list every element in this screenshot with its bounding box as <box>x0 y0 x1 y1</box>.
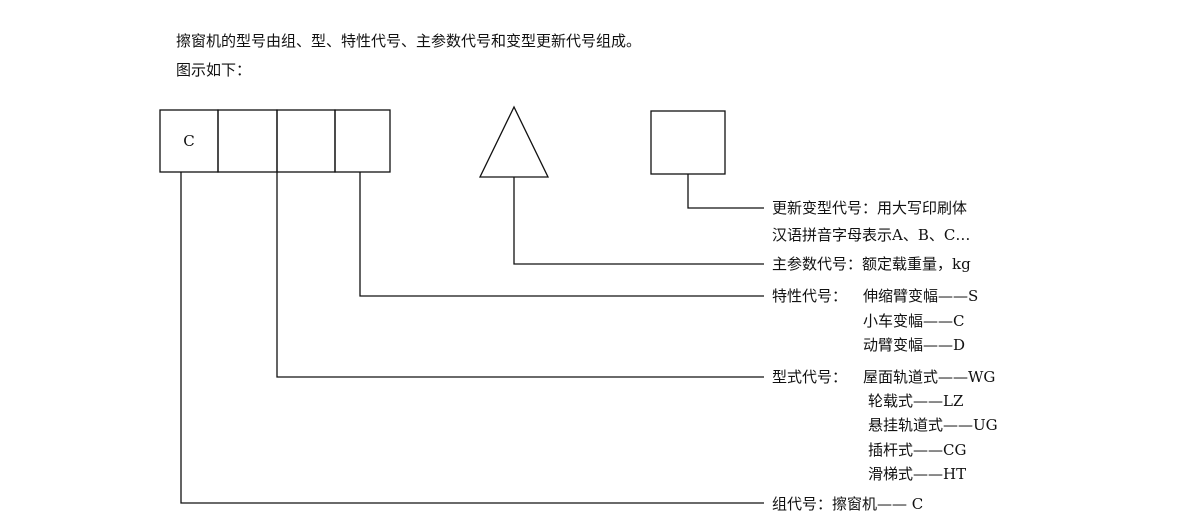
feature-code-box <box>276 109 336 173</box>
type-item-suspended-track: 悬挂轨道式——UG <box>868 416 998 434</box>
type-item-roof-track: 屋面轨道式——WG <box>863 368 995 386</box>
group-code-box-letter: C <box>183 132 194 150</box>
update-code-label-2: 汉语拼音字母表示A、B、C… <box>772 226 970 244</box>
feature-connector <box>359 172 764 297</box>
update-code-box <box>650 110 726 175</box>
intro-line-2: 图示如下： <box>176 61 251 79</box>
type-code-prefix: 型式代号： <box>772 368 847 386</box>
group-connector <box>180 172 764 504</box>
type-item-plug-rod: 插杆式——CG <box>868 441 966 459</box>
feature-item-trolley: 小车变幅——C <box>863 312 964 330</box>
main-param-label: 主参数代号：额定载重量，kg <box>772 255 971 273</box>
type-code-box <box>217 109 278 173</box>
update-code-label: 更新变型代号：用大写印刷体 <box>772 199 967 217</box>
connector-lines <box>180 172 764 504</box>
code-box-group <box>159 109 391 173</box>
group-code-label: 组代号：擦窗机—— C <box>772 495 923 513</box>
update-connector <box>687 174 764 209</box>
intro-line-1: 擦窗机的型号由组、型、特性代号、主参数代号和变型更新代号组成。 <box>176 32 641 50</box>
main-param-connector <box>513 177 764 265</box>
main-param-triangle <box>478 105 550 178</box>
type-item-slide: 滑梯式——HT <box>868 465 966 483</box>
feature-item-luffing: 动臂变幅——D <box>863 336 965 354</box>
feature-code-box-2 <box>334 109 391 173</box>
type-connector <box>276 172 764 378</box>
type-item-wheel: 轮载式——LZ <box>868 392 963 410</box>
feature-code-prefix: 特性代号： <box>772 287 847 305</box>
feature-item-telescopic: 伸缩臂变幅——S <box>863 287 978 305</box>
